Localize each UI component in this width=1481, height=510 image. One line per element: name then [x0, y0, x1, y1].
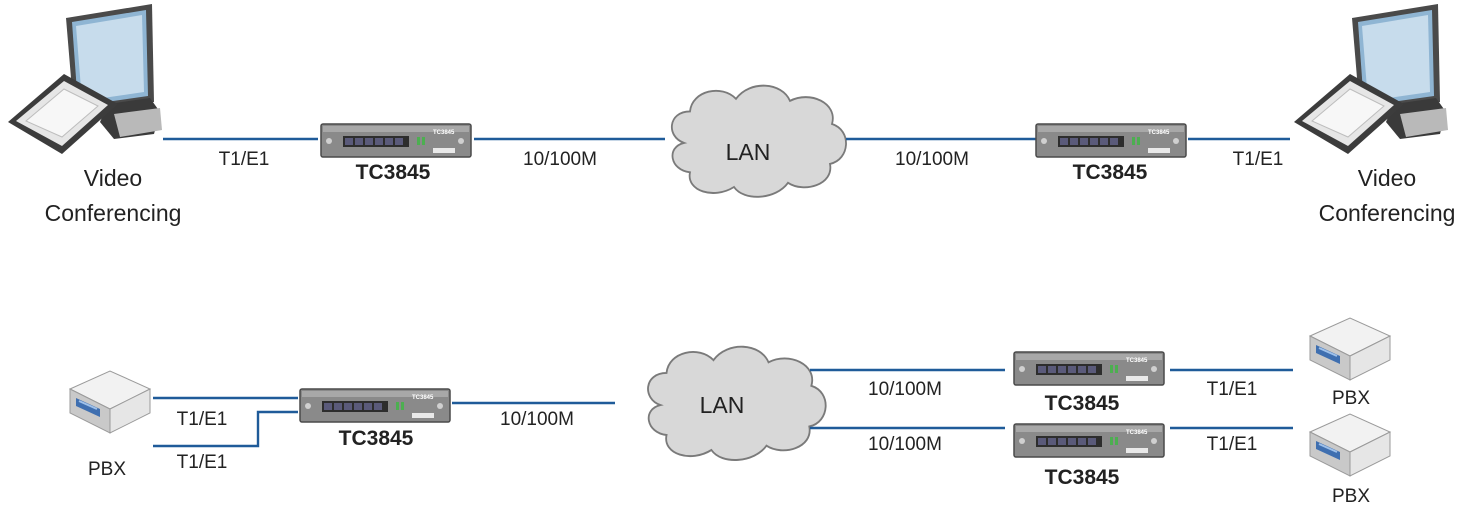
cloud-label: LAN: [726, 139, 771, 165]
endpoint-label: Conferencing: [45, 200, 182, 226]
bottom-branch-1: 10/100M TC3845 T1/E1 PBX: [810, 317, 1391, 415]
device-label: TC3845: [1045, 466, 1120, 489]
link-label: 10/100M: [868, 379, 942, 400]
link-label: T1/E1: [177, 452, 228, 473]
endpoint-label: PBX: [88, 459, 126, 480]
top-right-video-conferencing: Video Conferencing: [1293, 3, 1456, 226]
router-icon: [1035, 123, 1187, 158]
device-label: TC3845: [1073, 161, 1148, 184]
computer-icon: [7, 3, 163, 155]
bottom-lan-cloud: LAN: [647, 345, 827, 461]
link-label: T1/E1: [1207, 379, 1258, 400]
device-label: TC3845: [339, 427, 414, 450]
link-label: T1/E1: [177, 409, 228, 430]
bottom-left-device: TC3845: [299, 388, 451, 450]
endpoint-label: Video: [84, 165, 142, 191]
top-right-device: TC3845: [1035, 123, 1187, 184]
top-left-video-conferencing: Video Conferencing: [7, 3, 182, 226]
router-icon: [1013, 351, 1165, 386]
pbx-icon: [69, 370, 151, 434]
top-row: Video Conferencing T1/E1 TC3845 10/100M …: [7, 3, 1456, 226]
computer-icon: [1293, 3, 1449, 155]
router-icon: [1013, 423, 1165, 458]
link-label: T1/E1: [1233, 149, 1284, 170]
endpoint-label: PBX: [1332, 388, 1370, 409]
router-icon: [299, 388, 451, 423]
pbx-icon: [1309, 317, 1391, 381]
endpoint-label: Conferencing: [1319, 200, 1456, 226]
link-line: [153, 410, 298, 448]
link-label: 10/100M: [895, 149, 969, 170]
endpoint-label: PBX: [1332, 486, 1370, 507]
endpoint-label: Video: [1358, 165, 1416, 191]
link-label: 10/100M: [868, 434, 942, 455]
device-label: TC3845: [1045, 392, 1120, 415]
bottom-row: PBX T1/E1 T1/E1 TC3845 10/100M LAN 10/10…: [69, 317, 1391, 507]
link-label: T1/E1: [219, 149, 270, 170]
link-label: T1/E1: [1207, 434, 1258, 455]
device-label: TC3845: [356, 161, 431, 184]
cloud-label: LAN: [700, 392, 745, 418]
pbx-icon: [1309, 413, 1391, 477]
link-label: 10/100M: [500, 409, 574, 430]
top-left-device: TC3845: [320, 123, 472, 184]
router-icon: [320, 123, 472, 158]
bottom-branch-2: 10/100M TC3845 T1/E1 PBX: [810, 413, 1391, 507]
link-label: 10/100M: [523, 149, 597, 170]
bottom-left-pbx: PBX: [69, 370, 151, 480]
top-lan-cloud: LAN: [670, 84, 847, 198]
